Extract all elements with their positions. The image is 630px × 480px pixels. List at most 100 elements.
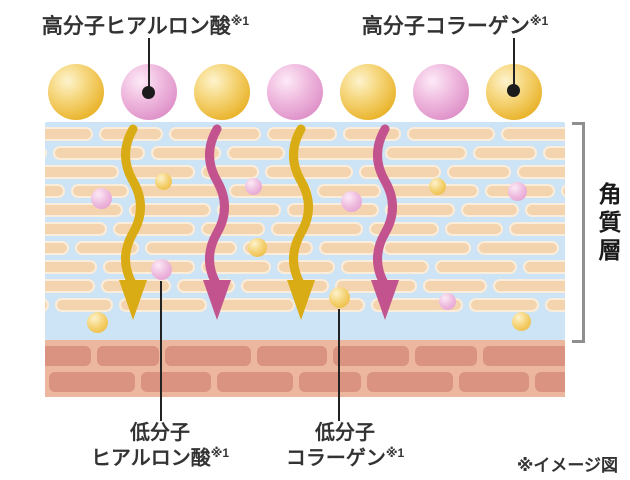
footnote-marker: ※1 [230,14,250,28]
corneocyte-cell [543,146,565,160]
corneocyte-cell [213,298,295,312]
label-low-molecular-collagen: 低分子 コラーゲン※1 [255,421,435,472]
dermis-brick [45,346,91,366]
label-text: コラーゲン [285,447,386,470]
label-text: 高分子ヒアルロン酸 [41,15,231,38]
corneocyte-cell [45,260,97,274]
molecule-ball-pink [244,177,262,195]
dermis-brick [97,346,159,366]
corneocyte-cell [509,222,565,236]
corneocyte-cell [473,146,537,160]
pointer-dot [142,86,155,99]
corneocyte-cell [45,165,119,179]
footnote-marker: ※1 [210,446,230,460]
label-high-molecular-collagen: 高分子コラーゲン※1 [350,10,560,40]
corneocyte-cell [385,146,467,160]
image-disclaimer-note: ※イメージ図 [516,456,618,475]
pointer-line [160,281,162,421]
corneocyte-cell [525,203,565,217]
label-low-molecular-hyaluronic-acid: 低分子 ヒアルロン酸※1 [60,421,260,472]
corneocyte-cell [523,260,565,274]
corneocyte-cell [493,279,565,293]
dermis-brick [299,372,361,392]
corneocyte-cell [45,241,69,255]
dermis-brick [415,346,477,366]
penetration-arrow [113,124,153,330]
label-line2: ヒアルロン酸※1 [60,446,260,472]
corneocyte-cell [501,127,565,141]
lower-skin-layer [45,340,565,397]
corneocyte-cell [407,127,495,141]
corneocyte-cell [45,222,107,236]
corneocyte-cell [469,298,539,312]
dermis-brick [333,346,409,366]
corneocyte-cell [201,260,271,274]
label-high-molecular-hyaluronic-acid: 高分子ヒアルロン酸※1 [28,10,263,40]
corneocyte-cell [561,184,565,198]
corneocyte-cell [45,184,65,198]
dermis-brick [483,346,565,366]
molecule-sphere-yellow [48,64,104,120]
corneocyte-cell [435,260,517,274]
corneocyte-cell [291,146,379,160]
corneocyte-cell [45,279,95,293]
penetration-arrow [365,124,405,330]
footnote-marker: ※1 [529,14,549,28]
molecule-ball-yellow [328,286,350,308]
corneocyte-cell [517,165,565,179]
molecule-ball-yellow [428,177,446,195]
corneocyte-cell [45,127,93,141]
dermis-brick [459,372,529,392]
label-line1: 低分子 [315,422,375,444]
molecule-ball-yellow [86,311,108,333]
footnote-marker: ※1 [385,446,405,460]
penetration-arrow [281,124,321,330]
molecule-ball-yellow [511,311,531,331]
molecule-ball-yellow [247,237,267,257]
dermis-brick [165,346,251,366]
dermis-brick [217,372,293,392]
corneocyte-cell [151,146,221,160]
dermis-brick [141,372,211,392]
molecule-ball-pink [90,187,112,209]
dermis-brick [49,372,135,392]
corneocyte-cell [119,298,207,312]
molecule-ball-yellow [154,172,172,190]
corneocyte-cell [545,298,565,312]
corneocyte-cell [129,203,211,217]
pointer-line [338,309,340,421]
corneocyte-cell [341,260,429,274]
stratum-corneum-bracket [572,122,585,343]
corneocyte-cell [45,298,49,312]
corneocyte-cell [271,222,363,236]
molecule-sphere-yellow [194,64,250,120]
corneocyte-cell [477,241,559,255]
corneocyte-cell [55,298,113,312]
corneocyte-cell [461,203,519,217]
pointer-dot [507,84,520,97]
dermis-brick [367,372,453,392]
corneocyte-cell [125,165,195,179]
corneocyte-cell [447,165,511,179]
label-line2: コラーゲン※1 [255,446,435,472]
molecule-ball-pink [438,292,456,310]
molecule-sphere-yellow [340,64,396,120]
corneocyte-cell [45,146,47,160]
pointer-line [513,38,515,88]
label-stratum-corneum: 角質層 [595,182,621,266]
dermis-brick [535,372,565,392]
molecule-ball-pink [150,258,172,280]
pointer-line [148,38,150,88]
corneocyte-cell [423,279,487,293]
corneocyte-cell [319,241,377,255]
corneocyte-cell [217,203,281,217]
label-line1: 低分子 [130,422,190,444]
corneocyte-cell [385,203,455,217]
corneocyte-cell [45,203,123,217]
dermis-brick [257,346,327,366]
molecule-ball-pink [507,181,527,201]
corneocyte-cell [445,222,503,236]
label-text: ヒアルロン酸 [90,447,211,470]
molecule-ball-pink [340,190,362,212]
